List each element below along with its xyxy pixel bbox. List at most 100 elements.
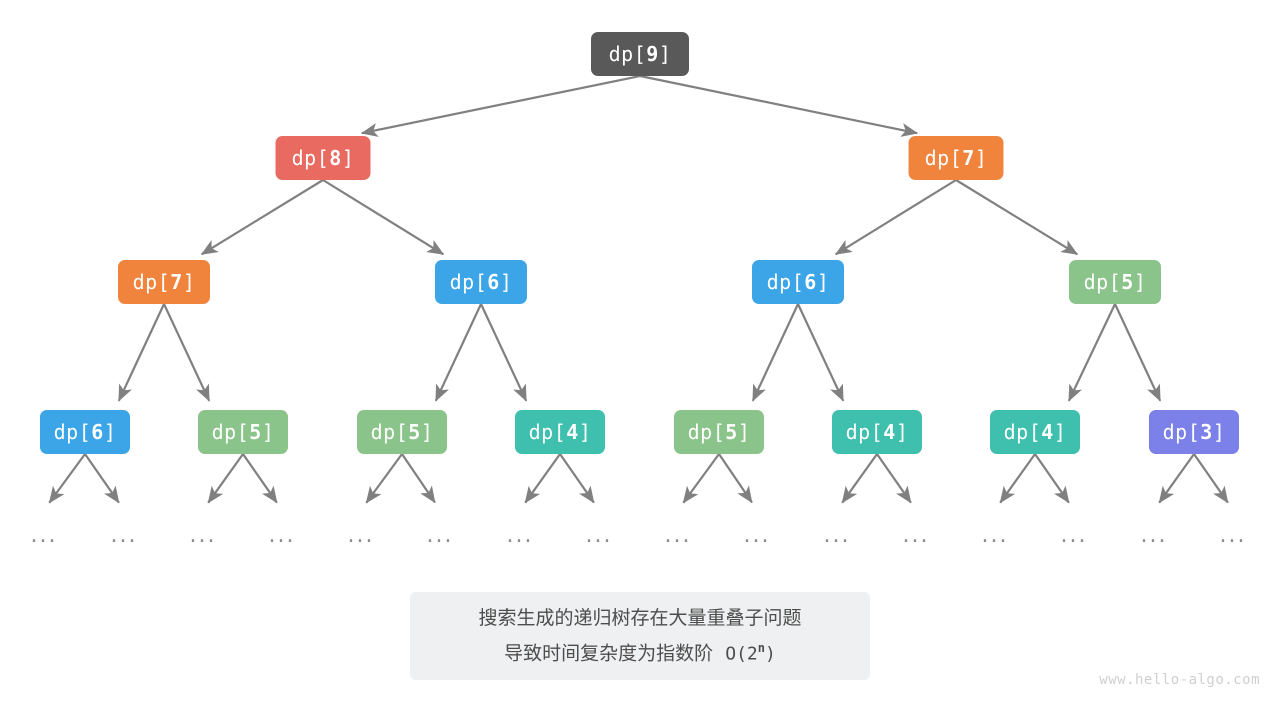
ellipsis-marker: ...	[1140, 523, 1168, 548]
ellipsis-marker: ...	[902, 523, 930, 548]
node-label-value: 5	[408, 420, 421, 444]
ellipsis-marker: ...	[823, 523, 851, 548]
tree-edge	[797, 303, 845, 402]
ellipsis-marker: ...	[347, 523, 375, 548]
tree-node-dp-6: dp[6]	[40, 410, 130, 454]
ellipsis-marker: ...	[110, 523, 138, 548]
tree-node-dp-3: dp[3]	[1149, 410, 1239, 454]
tree-node-dp-5: dp[5]	[198, 410, 288, 454]
ellipsis-marker: ...	[664, 523, 692, 548]
tree-node-dp-7: dp[7]	[908, 136, 1004, 180]
node-label-value: 5	[1121, 270, 1134, 294]
node-label-suffix: ]	[182, 270, 196, 294]
node-label-suffix: ]	[895, 420, 909, 444]
node-label-suffix: ]	[499, 270, 513, 294]
tree-edge-to-ellipsis	[48, 453, 86, 504]
tree-edge	[1067, 303, 1116, 402]
node-label-prefix: dp[	[1162, 420, 1201, 444]
ellipsis-marker: ...	[981, 523, 1009, 548]
tree-edge	[322, 179, 445, 256]
node-label-suffix: ]	[1133, 270, 1147, 294]
node-label-suffix: ]	[737, 420, 751, 444]
tree-edge-to-ellipsis	[84, 453, 120, 504]
node-label-suffix: ]	[420, 420, 434, 444]
ellipsis-marker: ...	[268, 523, 296, 548]
node-label-value: 6	[804, 270, 817, 294]
node-label-suffix: ]	[816, 270, 830, 294]
tree-edge	[480, 303, 528, 402]
tree-node-dp-8: dp[8]	[275, 136, 371, 180]
tree-edge-to-ellipsis	[559, 453, 595, 504]
complexity-open: O(2	[725, 643, 758, 665]
ellipsis-marker: ...	[189, 523, 217, 548]
tree-edge	[834, 179, 957, 256]
node-label-suffix: ]	[103, 420, 117, 444]
caption-line-1: 搜索生成的递归树存在大量重叠子问题	[478, 606, 802, 629]
ellipsis-marker: ...	[30, 523, 58, 548]
tree-node-dp-5: dp[5]	[674, 410, 764, 454]
tree-edge	[639, 74, 919, 137]
node-label-value: 5	[249, 420, 262, 444]
node-label-value: 4	[566, 420, 579, 444]
node-label-value: 8	[329, 146, 342, 170]
node-label-suffix: ]	[341, 146, 355, 170]
node-label-suffix: ]	[974, 146, 988, 170]
tree-edge	[751, 303, 799, 402]
tree-edge	[163, 303, 211, 402]
tree-edge-to-ellipsis	[365, 453, 403, 504]
node-label-suffix: ]	[578, 420, 592, 444]
tree-edge-to-ellipsis	[207, 453, 244, 504]
node-label-suffix: ]	[658, 42, 672, 66]
ellipsis-marker: ...	[1219, 523, 1247, 548]
node-label-suffix: ]	[1053, 420, 1067, 444]
node-label-value: 7	[170, 270, 183, 294]
tree-node-dp-6: dp[6]	[435, 260, 527, 304]
node-label-value: 4	[883, 420, 896, 444]
ellipsis-marker: ...	[426, 523, 454, 548]
tree-edge-to-ellipsis	[1193, 453, 1229, 504]
tree-node-dp-9: dp[9]	[591, 32, 689, 76]
tree-edge-to-ellipsis	[401, 453, 436, 504]
node-label-value: 7	[962, 146, 975, 170]
tree-edge-to-ellipsis	[524, 453, 561, 504]
caption-box: 搜索生成的递归树存在大量重叠子问题 导致时间复杂度为指数阶 O(2n)	[410, 592, 870, 680]
node-label-value: 3	[1200, 420, 1213, 444]
node-label-suffix: ]	[1212, 420, 1226, 444]
ellipsis-marker: ...	[1060, 523, 1088, 548]
node-label-prefix: dp[	[687, 420, 726, 444]
tree-edge	[360, 74, 641, 137]
complexity-close: )	[765, 643, 776, 665]
tree-node-dp-4: dp[4]	[990, 410, 1080, 454]
node-label-value: 5	[725, 420, 738, 444]
tree-edge	[1114, 303, 1162, 402]
tree-edge-to-ellipsis	[841, 453, 878, 504]
complexity-exponent: n	[757, 640, 765, 655]
watermark: www.hello-algo.com	[1099, 672, 1260, 688]
ellipsis-marker: ...	[585, 523, 613, 548]
tree-node-dp-5: dp[5]	[357, 410, 447, 454]
tree-edge	[200, 179, 324, 256]
node-label-prefix: dp[	[449, 270, 488, 294]
node-label-value: 9	[646, 42, 659, 66]
tree-edge-to-ellipsis	[1158, 453, 1195, 504]
tree-node-dp-4: dp[4]	[515, 410, 605, 454]
tree-edge-to-ellipsis	[682, 453, 720, 504]
node-label-prefix: dp[	[766, 270, 805, 294]
node-label-value: 4	[1041, 420, 1054, 444]
node-label-value: 6	[487, 270, 500, 294]
node-label-value: 6	[91, 420, 104, 444]
tree-node-dp-4: dp[4]	[832, 410, 922, 454]
tree-node-dp-6: dp[6]	[752, 260, 844, 304]
node-label-prefix: dp[	[608, 42, 647, 66]
node-label-prefix: dp[	[132, 270, 171, 294]
ellipsis-marker: ...	[506, 523, 534, 548]
caption-line-2-text: 导致时间复杂度为指数阶	[504, 642, 714, 665]
tree-edge-to-ellipsis	[999, 453, 1036, 504]
node-label-prefix: dp[	[211, 420, 250, 444]
tree-node-dp-5: dp[5]	[1069, 260, 1161, 304]
node-label-prefix: dp[	[1003, 420, 1042, 444]
node-label-prefix: dp[	[370, 420, 409, 444]
node-label-prefix: dp[	[845, 420, 884, 444]
node-label-prefix: dp[	[1083, 270, 1122, 294]
